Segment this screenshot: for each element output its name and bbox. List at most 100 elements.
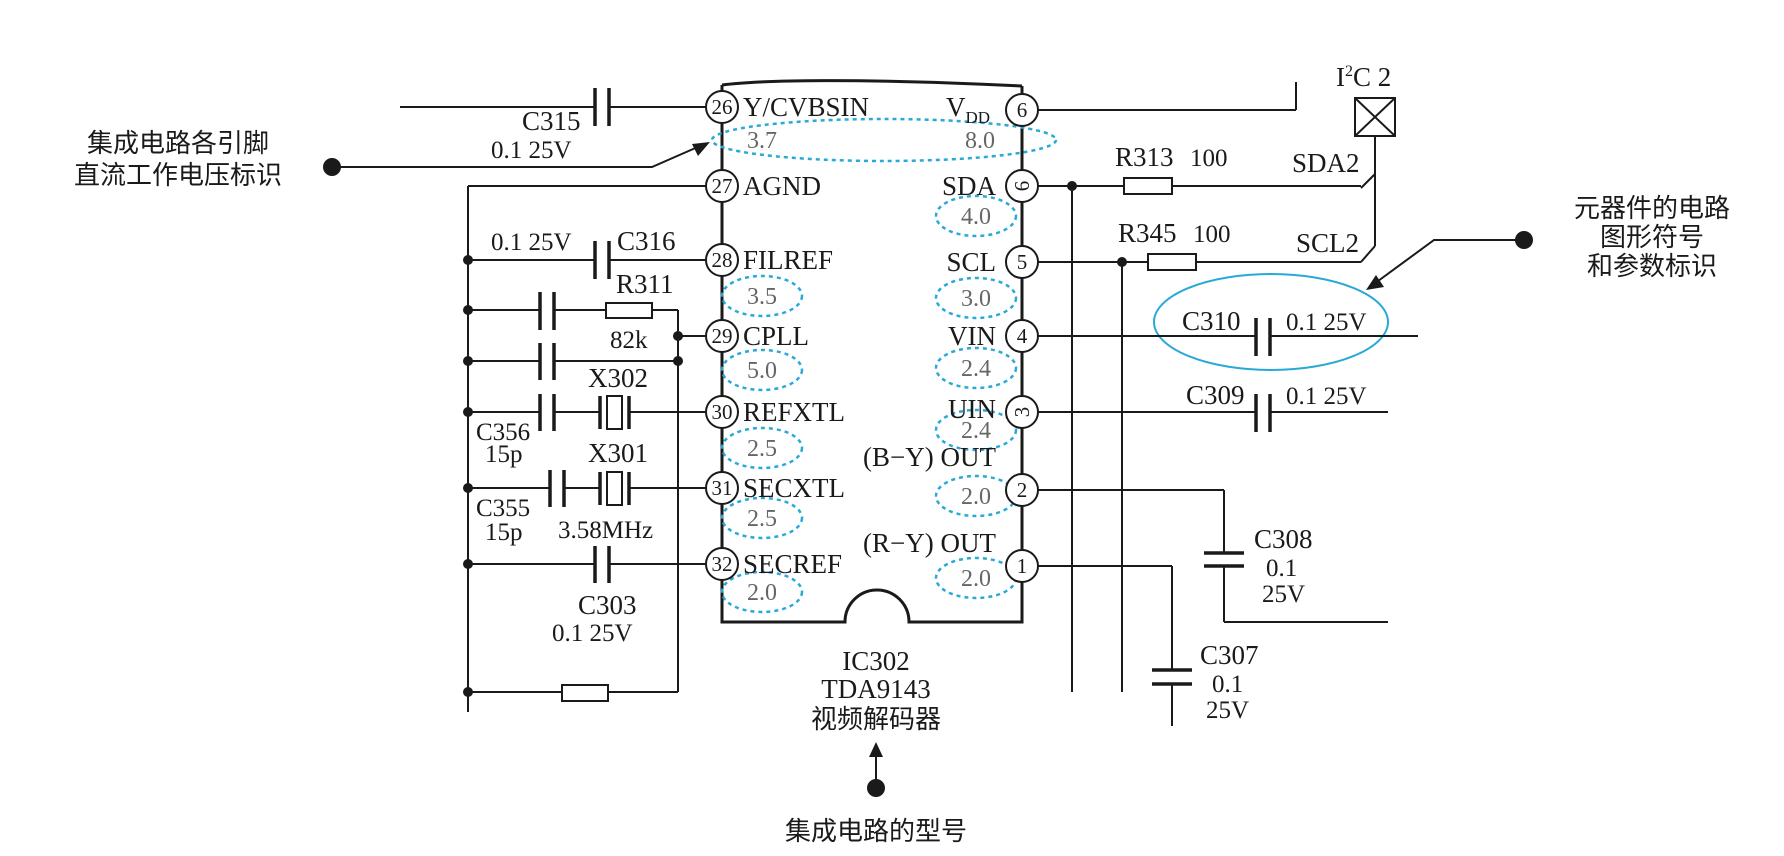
pin-name-uin: UIN [948,394,996,424]
c355-value: 15p [485,519,523,546]
pin-voltage-annotation-line1: 集成电路各引脚 [87,129,269,159]
r311-body [605,302,653,319]
pin-number-29: 29 [712,324,733,348]
pin-voltage-32: 2.0 [747,580,777,606]
pin-name-vin: VIN [948,321,996,351]
pin-number-by-out: 2 [1017,478,1028,502]
callout-symbol-params: 元器件的电路 图形符号 和参数标识 [1366,194,1730,290]
symbol-params-annotation-line3: 和参数标识 [1587,252,1717,282]
r313-value: 100 [1190,145,1228,172]
r311-value: 82k [610,327,648,354]
callout-ic-model: 集成电路的型号 [785,742,967,847]
r345-ref: R345 [1118,218,1177,248]
pin-number-ry-out: 1 [1017,554,1028,578]
pin-voltage-sda: 4.0 [961,204,991,230]
voltage-rings [710,117,1389,614]
pin-number-28: 28 [712,248,733,272]
pin-number-30: 30 [712,400,733,424]
x302-body [606,395,623,430]
pin-name-28: FILREF [743,245,833,275]
pin-number-scl: 5 [1017,250,1028,274]
pin-names: Y/CVBSIN AGND FILREF CPLL REFXTL SECXTL … [743,92,996,579]
pin-voltage-vin: 2.4 [961,356,991,382]
pin-voltage-30: 2.5 [747,436,777,462]
sda2-net: SDA2 [1292,148,1360,178]
symbol-params-annotation-line2: 图形符号 [1600,223,1704,253]
symbol-params-annotation-line1: 元器件的电路 [1574,194,1730,224]
pin-number-31: 31 [712,476,733,500]
pin-name-27: AGND [743,171,821,201]
c316-value: 0.1 25V [491,229,572,256]
c307-value-1: 0.1 [1212,671,1243,698]
r313-ref: R313 [1115,142,1174,172]
c356-value: 15p [485,441,523,468]
pin-name-32: SECREF [743,549,842,579]
pin-number-uin: 3 [1010,407,1034,418]
c307-ref: C307 [1200,640,1259,670]
right-wiring [1038,82,1418,726]
pin-voltage-annotation-line2: 直流工作电压标识 [74,161,282,191]
pin-voltage-29: 5.0 [747,358,777,384]
pin-voltage-ry-out: 2.0 [961,566,991,592]
pin-voltage-scl: 3.0 [961,286,991,312]
c315-ref: C315 [522,106,581,136]
c310-value: 0.1 25V [1286,309,1367,336]
pin-name-31: SECXTL [743,473,845,503]
pin-number-sda: 6 [1010,181,1034,192]
x301-body [606,471,623,506]
x302-ref: X302 [588,363,648,393]
pin-name-26: Y/CVBSIN [743,92,869,122]
pin-voltage-26: 3.7 [747,128,777,154]
ic-model-annotation: 集成电路的型号 [785,817,967,847]
pin-voltage-vdd: 8.0 [965,128,995,154]
left-wiring [400,88,706,712]
pin-name-sda: SDA [942,171,997,201]
pin-numbers: 26 27 28 29 30 31 32 6 6 5 4 3 2 1 [712,95,1035,578]
c315-value: 0.1 25V [491,137,572,164]
pin-number-vdd: 6 [1017,98,1028,122]
c309-ref: C309 [1186,380,1245,410]
pin-name-by-out: (B−Y) OUT [863,442,996,472]
pin-name-30: REFXTL [743,397,845,427]
ic-ref: IC302 [842,646,910,676]
c310-ref: C310 [1182,306,1241,336]
c308-value-2: 25V [1262,581,1305,608]
r313-body [1123,177,1173,195]
component-labels: C315 0.1 25V 0.1 25V C316 R311 82k X302 … [476,62,1391,724]
c303-value: 0.1 25V [552,620,633,647]
symbol-highlight-ring [1153,273,1389,371]
c307-value-2: 25V [1206,697,1249,724]
ic-body [720,79,1024,624]
c355-ref: C355 [476,495,530,522]
c308-value-1: 0.1 [1266,555,1297,582]
c303-ref: C303 [578,590,637,620]
c308-ref: C308 [1254,524,1313,554]
pin-voltage-uin: 2.4 [961,418,991,444]
c356-ref: C356 [476,419,530,446]
pin-number-26: 26 [712,95,733,119]
ic-description: 视频解码器 [811,705,941,735]
pin-voltage-31: 2.5 [747,506,777,532]
pin-number-32: 32 [712,552,733,576]
i2c-connector-label: I2C 2 [1336,62,1391,92]
r345-body [1147,253,1197,271]
callout-pin-voltage: 集成电路各引脚 直流工作电压标识 [74,129,710,191]
x301-ref: X301 [588,438,648,468]
pin-number-vin: 4 [1017,324,1028,348]
pin-name-29: CPLL [743,321,809,351]
c309-value: 0.1 25V [1286,383,1367,410]
r345-value: 100 [1193,221,1231,248]
pin-name-scl: SCL [946,247,996,277]
pin-name-vdd: VDD [946,92,990,127]
pin-number-27: 27 [712,174,733,198]
ic-model: IC302 TDA9143 视频解码器 [811,646,941,735]
x301-value: 3.58MHz [558,517,653,544]
c316-ref: C316 [617,226,676,256]
ic-part-number: TDA9143 [821,674,931,704]
r311-ref: R311 [616,269,674,299]
pin-voltage-by-out: 2.0 [961,484,991,510]
pin-voltage-28: 3.5 [747,284,777,310]
pin-name-ry-out: (R−Y) OUT [863,528,996,558]
pin-voltages: 3.7 3.5 5.0 2.5 2.5 2.0 8.0 4.0 3.0 2.4 … [747,128,995,606]
